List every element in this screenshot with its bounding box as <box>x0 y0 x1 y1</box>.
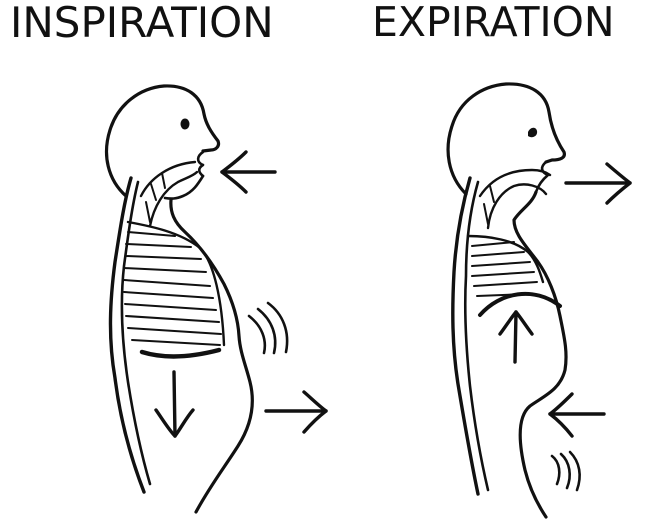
diaphragm-lowered <box>142 350 219 356</box>
expiration-lungs <box>468 236 543 296</box>
motion-lines-icon <box>552 452 580 490</box>
exhale-arrow-icon <box>566 164 630 203</box>
diaphragm-raised <box>480 294 560 315</box>
eye-icon <box>528 128 537 137</box>
inhale-arrow-icon <box>222 152 275 192</box>
eye-icon <box>181 119 190 130</box>
expiration-panel <box>448 84 630 517</box>
motion-lines-icon <box>249 303 287 353</box>
belly-in-arrow-icon <box>550 394 604 436</box>
inspiration-figure-outline <box>107 86 253 512</box>
down-arrow-icon <box>156 372 193 436</box>
inspiration-lungs <box>124 222 224 345</box>
inspiration-panel <box>107 86 326 512</box>
belly-out-arrow-icon <box>266 392 326 432</box>
up-arrow-icon <box>500 312 532 362</box>
